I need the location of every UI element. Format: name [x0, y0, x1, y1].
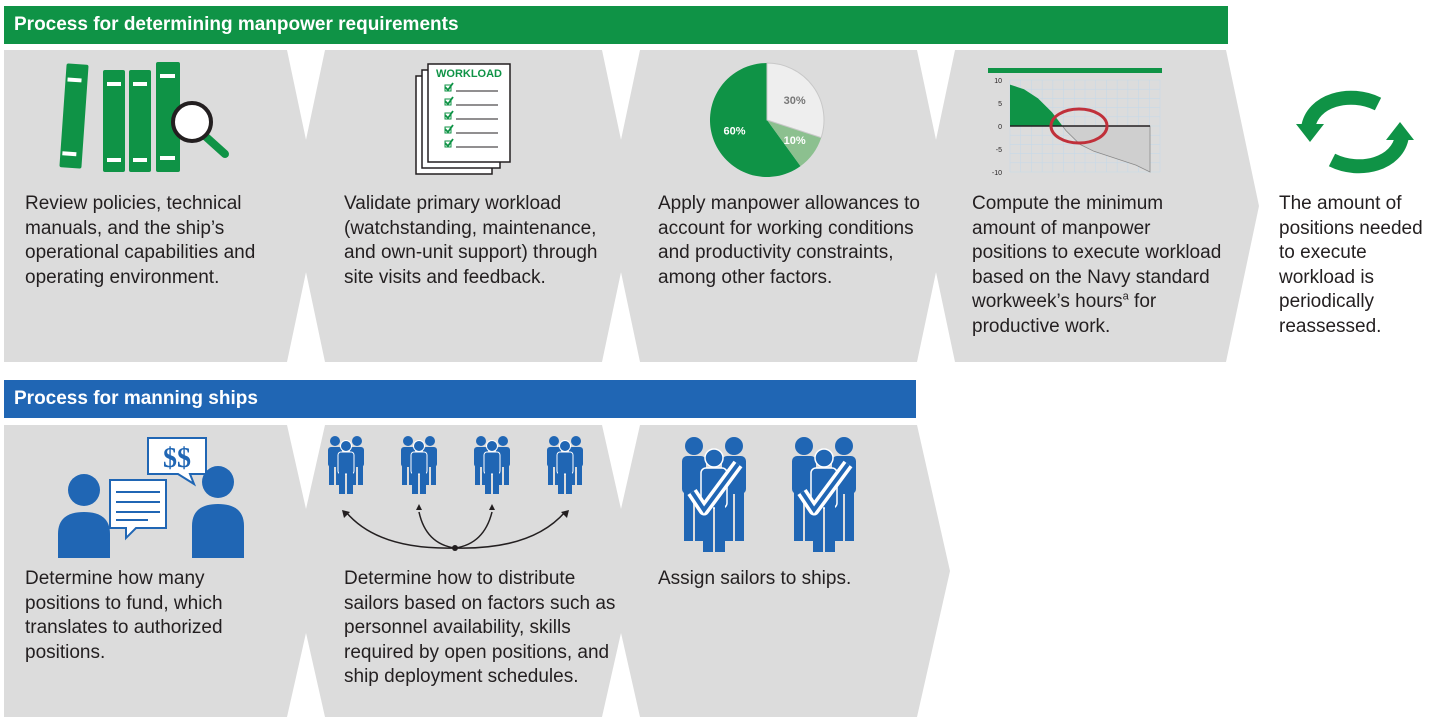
sailor-groups-distribution-icon: [327, 435, 584, 551]
manpower-step-4-text: Compute the minimum amount of manpower p…: [972, 192, 1230, 339]
manning-step-1-text: Determine how many positions to fund, wh…: [25, 568, 223, 663]
pie-slice: [766, 62, 825, 139]
y-tick-label: -10: [992, 170, 1002, 177]
sailors-checkmark-icon: [672, 434, 868, 556]
manning-section-title: Process for manning ships: [4, 380, 916, 418]
y-tick-label: 5: [998, 101, 1002, 108]
manpower-step-2-text: Validate primary workload (watchstanding…: [344, 193, 598, 288]
pie-label: 30%: [784, 95, 806, 107]
chevron-manning-2: [292, 425, 635, 717]
y-tick-label: -5: [996, 147, 1002, 154]
pie-label: 60%: [723, 126, 745, 138]
y-tick-label: 10: [994, 78, 1002, 85]
workload-checklist-icon: WORKLOAD: [415, 63, 511, 175]
highlight-circle: [1049, 107, 1109, 145]
manpower-step-3-text: Apply manpower allowances to account for…: [658, 193, 920, 288]
manning-step-3-text: Assign sailors to ships.: [658, 568, 852, 589]
pie-label: 10%: [784, 135, 806, 147]
pie-slice: [767, 120, 822, 167]
cycle-arrows-icon: [1296, 90, 1414, 174]
y-tick-label: 0: [998, 124, 1002, 131]
chevron-manpower-2: [292, 50, 635, 362]
manpower-step-4-text-end: for productive work.: [972, 291, 1157, 337]
footnote-marker: a: [1122, 290, 1129, 303]
negative-area: [1061, 125, 1151, 173]
manning-step-2-text: Determine how to distribute sailors base…: [344, 568, 616, 687]
area-chart-icon: 10 5 0 -5 -10: [988, 68, 1162, 177]
cycle-text: The amount of positions needed to execut…: [1279, 193, 1423, 337]
manpower-section-title: Process for determining manpower require…: [4, 6, 1228, 44]
chevron-manpower-3: [607, 50, 950, 362]
workload-label: WORKLOAD: [436, 68, 502, 80]
manpower-step-1-text: Review policies, technical manuals, and …: [25, 193, 256, 288]
pie-chart-icon: 60% 10% 30%: [709, 62, 825, 177]
pie-slice: [709, 63, 801, 177]
positive-area: [1010, 84, 1063, 126]
conversation-icon: $$: [58, 437, 244, 558]
dollar-label: $$: [163, 443, 191, 474]
manpower-step-4-text-main: Compute the minimum amount of manpower p…: [972, 193, 1222, 312]
books-magnifier-icon: [59, 62, 229, 172]
chevron-manpower-4: [922, 50, 1259, 362]
